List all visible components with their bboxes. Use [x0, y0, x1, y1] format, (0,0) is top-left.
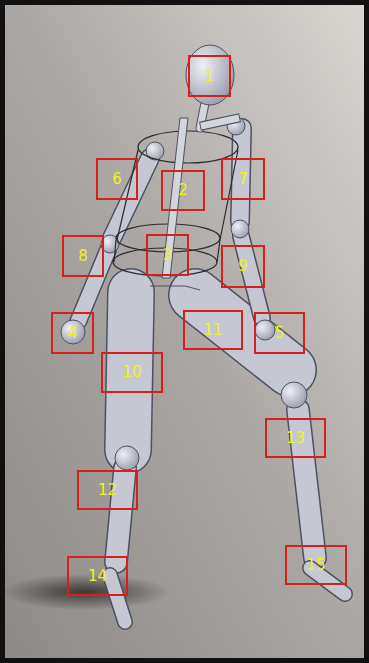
foot: [110, 575, 125, 622]
callout-number: 15: [306, 558, 325, 573]
knee-joint: [281, 382, 307, 408]
callout-box: 6: [96, 158, 138, 200]
shoulder-bar: [200, 114, 241, 130]
callout-box: 13: [265, 418, 326, 458]
callout-box: 12: [77, 470, 138, 510]
callout-number: 8: [78, 249, 88, 264]
callout-number: 7: [238, 172, 248, 187]
callout-number: 9: [238, 259, 248, 274]
callout-number: 4: [68, 326, 78, 341]
callout-box: 14: [67, 556, 128, 596]
hand: [255, 320, 275, 340]
callout-number: 10: [122, 365, 141, 380]
callout-number: 2: [178, 183, 188, 198]
callout-box: 7: [221, 158, 265, 200]
callout-box: 15: [285, 545, 347, 585]
callout-number: 12: [98, 483, 117, 498]
callout-number: 13: [286, 431, 305, 446]
knee-joint: [115, 446, 139, 470]
callout-box: 5: [254, 312, 305, 354]
torso-edge: [114, 240, 116, 262]
callout-number: 3: [163, 248, 173, 263]
callout-box: 1: [188, 55, 231, 97]
callout-box: 4: [51, 312, 94, 354]
callout-box: 10: [101, 352, 163, 393]
spine-rod: [162, 118, 188, 278]
backdrop: [5, 5, 364, 658]
callout-box: 11: [183, 310, 243, 350]
callout-box: 9: [221, 245, 265, 288]
shin: [116, 468, 125, 562]
callout-number: 14: [88, 569, 107, 584]
callout-box: 8: [62, 235, 104, 277]
torso-edge: [117, 150, 138, 240]
forearm-outline: [241, 236, 262, 318]
hip-joint: [150, 286, 200, 290]
torso-edge: [217, 240, 220, 262]
hand: [61, 320, 85, 344]
callout-number: 11: [203, 323, 222, 338]
foot-outline: [110, 575, 125, 622]
callout-number: 1: [205, 69, 215, 84]
head: [186, 45, 234, 105]
callout-box: 3: [146, 234, 189, 276]
callout-number: 6: [112, 172, 122, 187]
floor-shadow: [0, 574, 170, 610]
forearm: [241, 236, 262, 318]
callout-box: 2: [161, 170, 205, 211]
elbow-joint: [231, 220, 249, 238]
callout-number: 5: [275, 326, 285, 341]
shin-outline: [116, 468, 125, 562]
